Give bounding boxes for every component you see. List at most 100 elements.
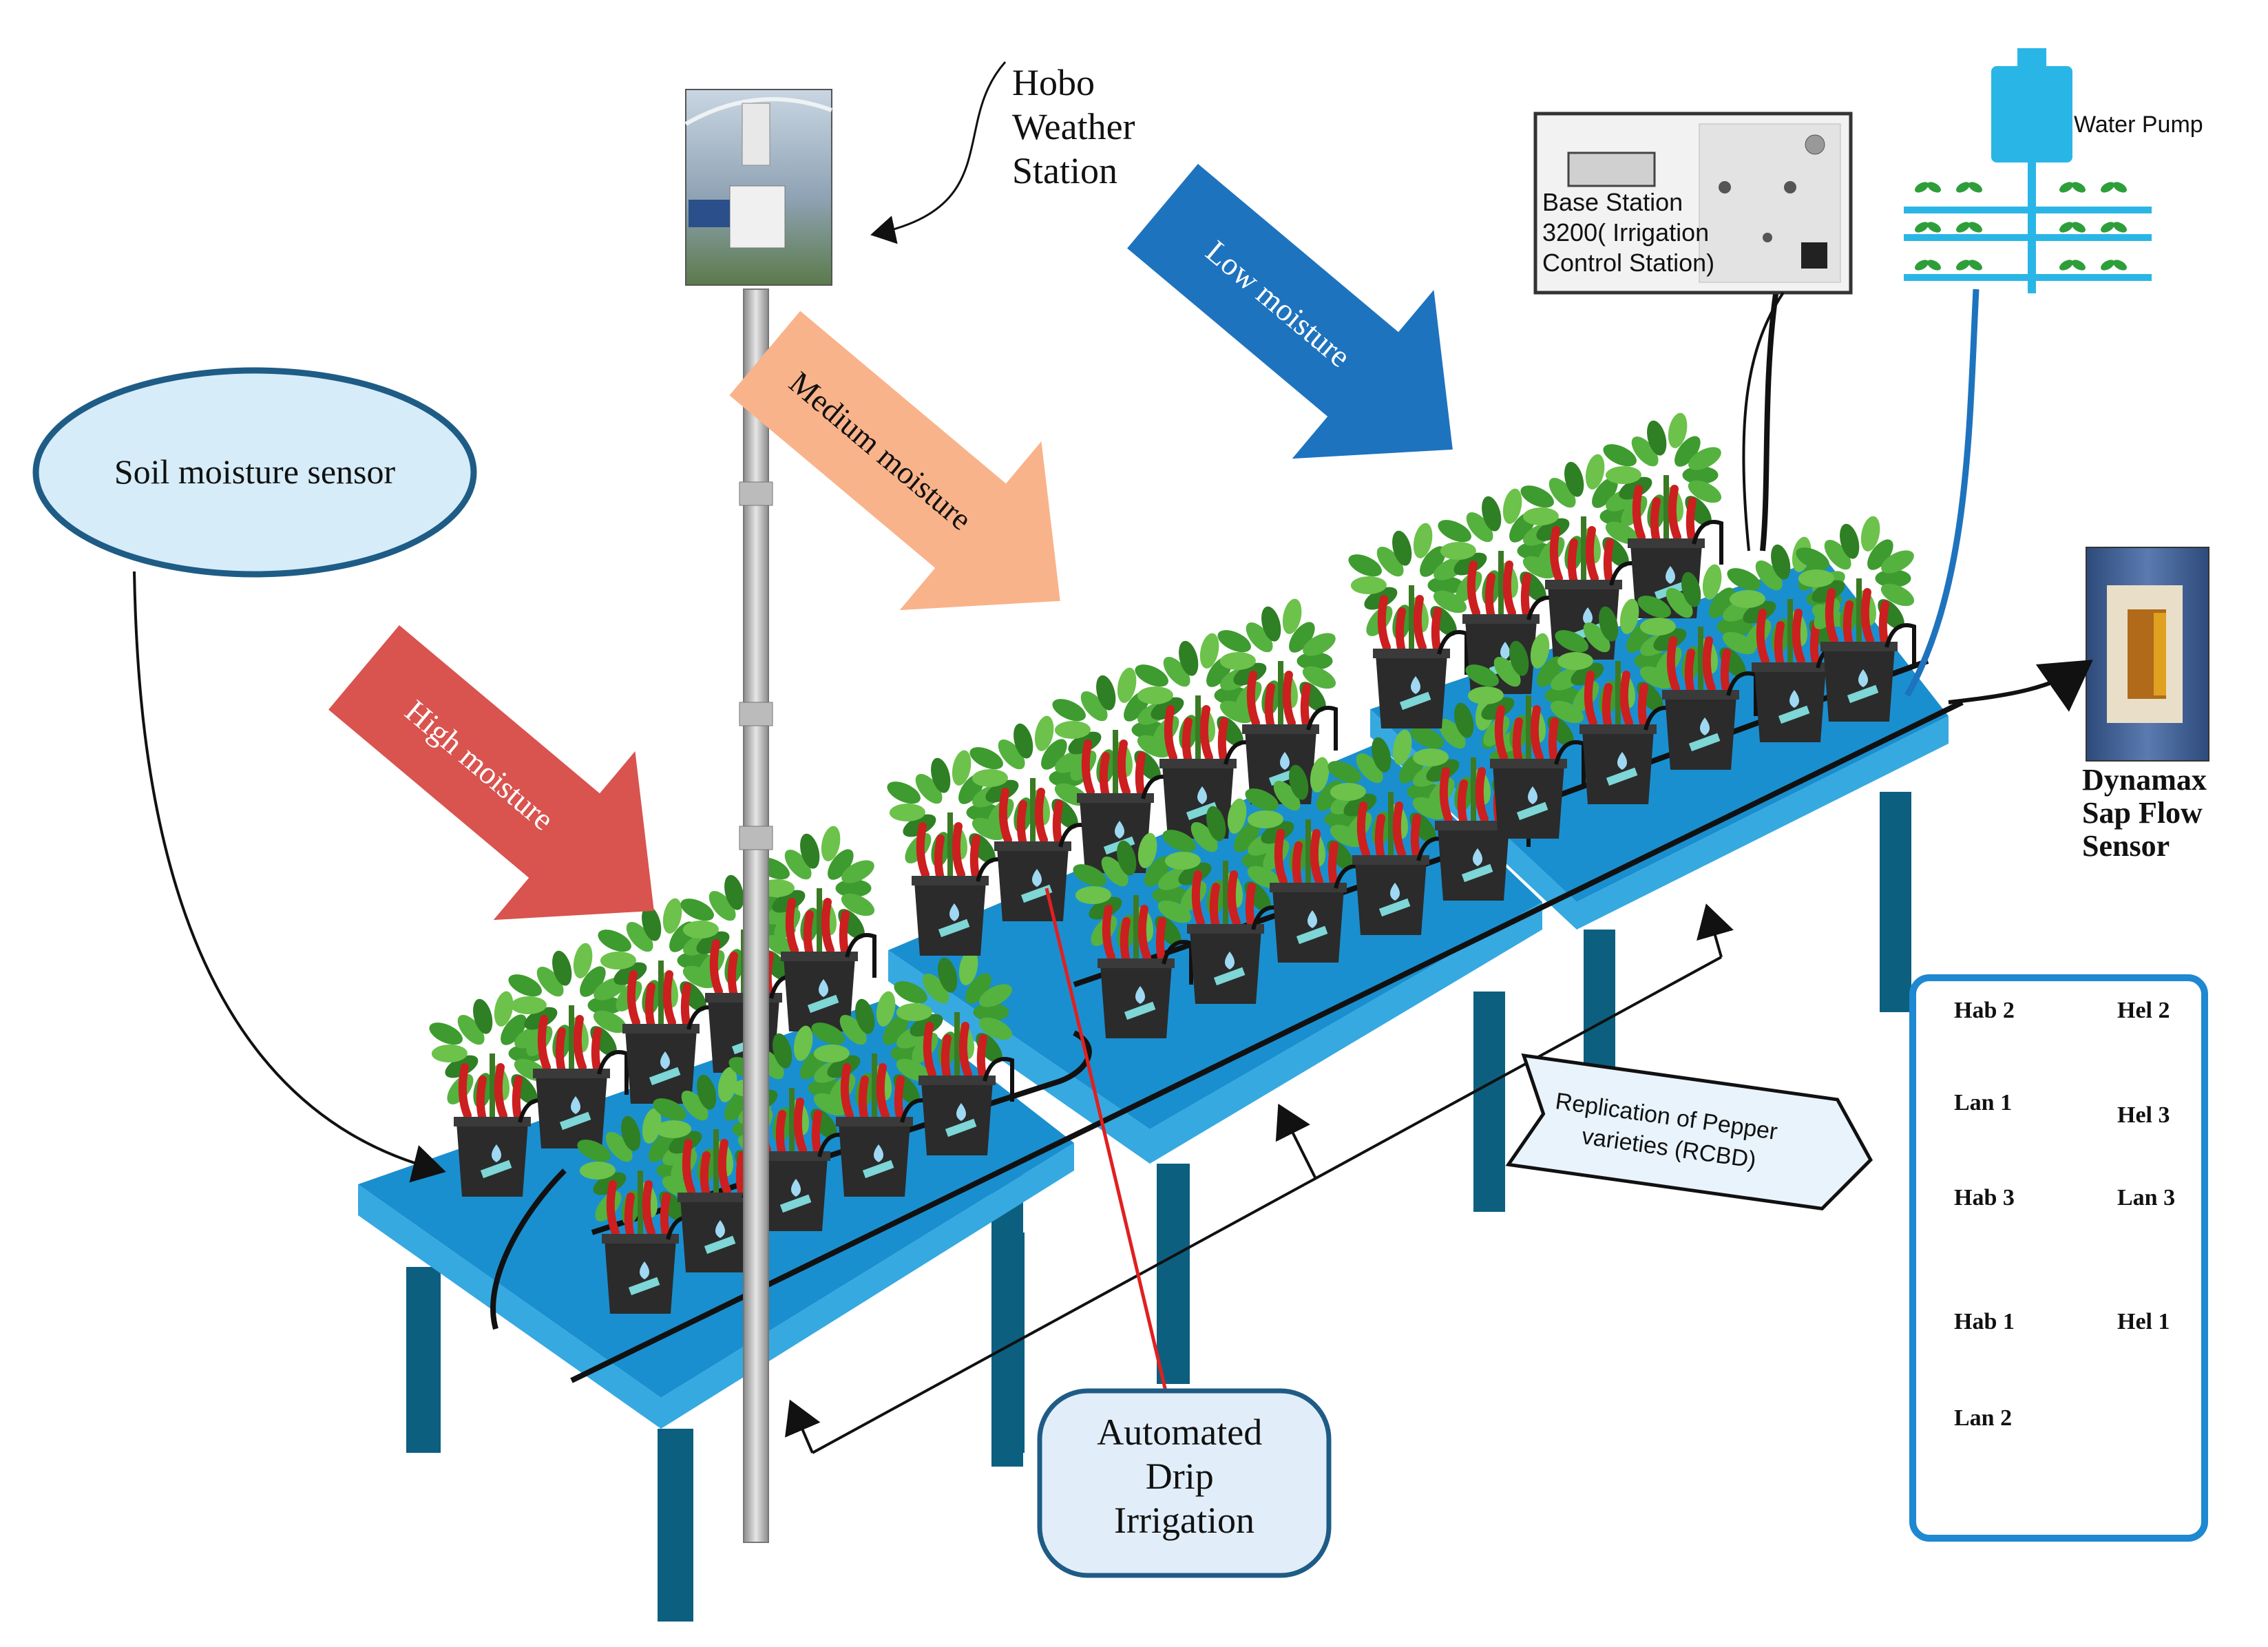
- variety-label: Hel 1: [2117, 1309, 2170, 1334]
- sprout-icon: [1956, 182, 1982, 193]
- varieties-legend-box: [1909, 974, 2208, 1542]
- pepper-plants: [429, 412, 1916, 1314]
- hobo-weather-station: [684, 89, 833, 1543]
- sprout-icon: [2059, 182, 2086, 193]
- sprout-icon: [2059, 260, 2086, 271]
- base-station-cable: [1742, 291, 1785, 552]
- weather-station-label-line: Weather: [1012, 106, 1135, 147]
- water-pump-icon: [1904, 48, 2152, 293]
- pepper-plant: [1727, 536, 1847, 742]
- weather-station-photo: [684, 89, 833, 286]
- table-2-front-edge: [1150, 902, 1542, 1164]
- water-supply-pipe: [1904, 289, 1980, 697]
- base-station-label-line: Base Station: [1542, 188, 1683, 216]
- automated-drip-label-line: Automated: [1097, 1412, 1262, 1453]
- table-leg: [1473, 992, 1505, 1212]
- automated-drip-callout: Automated Drip Irrigation: [1037, 1388, 1332, 1578]
- droplet-icon: [1135, 986, 1145, 1004]
- sap-flow-label-line: Sensor: [2082, 829, 2170, 863]
- table-leg: [1880, 792, 1911, 1012]
- variety-label: Hab 2: [1954, 998, 2015, 1023]
- base-station-device: Base Station 3200( Irrigation Control St…: [1533, 112, 1853, 295]
- pepper-plant: [1348, 523, 1469, 728]
- table-leg: [1157, 1164, 1190, 1384]
- soil-moisture-sensor-bubble: [32, 367, 477, 578]
- base-station-label: Base Station 3200( Irrigation Control St…: [1542, 188, 1716, 277]
- variety-label: Hel 2: [2117, 998, 2170, 1023]
- pepper-plant: [598, 898, 718, 1104]
- droplet-icon: [1225, 952, 1235, 969]
- pepper-plant: [429, 991, 549, 1197]
- weather-station-pole-joint: [739, 826, 773, 850]
- droplet-icon: [492, 1144, 501, 1162]
- base-station-label-line: 3200( Irrigation: [1542, 218, 1709, 246]
- automated-drip-label-line: Irrigation: [1114, 1500, 1254, 1541]
- weather-station-pole-joint: [739, 481, 773, 506]
- sprout-icon: [2101, 182, 2127, 193]
- soil-moisture-sensor-arrow: [133, 571, 446, 1183]
- droplet-icon: [640, 1261, 649, 1279]
- sap-flow-label-line: Sap Flow: [2082, 796, 2203, 830]
- pepper-plant: [894, 950, 1014, 1155]
- variety-label: Lan 1: [1954, 1090, 2012, 1115]
- automated-drip-label: Automated Drip Irrigation: [1097, 1412, 1271, 1541]
- pepper-plant: [1796, 516, 1916, 722]
- droplet-icon: [715, 1220, 725, 1238]
- variety-label: Hel 3: [2117, 1102, 2170, 1128]
- pepper-plant: [1465, 633, 1586, 839]
- sprout-icon: [1956, 260, 1982, 271]
- droplet-icon: [1411, 676, 1420, 694]
- weather-station-arrow: [870, 61, 1007, 244]
- table-1-side-edge: [358, 1184, 661, 1429]
- table-leg: [991, 1232, 1025, 1453]
- pepper-plant: [1073, 832, 1193, 1038]
- droplet-icon: [1666, 566, 1675, 584]
- droplet-icon: [1528, 786, 1537, 804]
- base-station-label-line: Control Station): [1542, 249, 1714, 277]
- low-moisture-arrow: Low moisture: [1127, 164, 1453, 459]
- pepper-plant: [1162, 798, 1283, 1004]
- table-3-front-edge: [1577, 716, 1949, 930]
- soil-moisture-sensor-label: Soil moisture sensor: [114, 452, 396, 491]
- sap-flow-label-line: Dynamax: [2082, 763, 2207, 797]
- droplet-icon: [660, 1051, 670, 1069]
- droplet-icon: [571, 1096, 580, 1114]
- table-2-side-edge: [888, 950, 1150, 1164]
- droplet-icon: [949, 903, 959, 921]
- droplet-icon: [874, 1144, 883, 1162]
- varieties-legend: Hab 2 Hel 2 Lan 1 Hel 3 Hab 3 Lan 3 Hab 1 Hel 1…: [1954, 998, 2175, 1431]
- sap-flow-label: Dynamax Sap Flow Sensor: [2082, 763, 2214, 863]
- water-pump-label: Water Pump: [2074, 112, 2203, 138]
- weather-station-label: Hobo Weather Station: [1012, 62, 1144, 191]
- sprout-icons: [1915, 182, 2127, 271]
- table-leg: [658, 1429, 693, 1622]
- sprout-icon: [1915, 260, 1941, 271]
- droplet-icon: [1115, 821, 1124, 839]
- replication-callout: Replication of Pepper varieties (RCBD): [1505, 1053, 1873, 1211]
- drip-irrigation-pointer: [1044, 888, 1173, 1412]
- variety-label: Hab 3: [1954, 1185, 2015, 1210]
- pepper-plant: [508, 943, 629, 1148]
- weather-station-label-line: Station: [1012, 150, 1117, 191]
- variety-label: Hab 1: [1954, 1309, 2015, 1334]
- pepper-plant: [577, 1108, 697, 1314]
- variety-label: Lan 2: [1954, 1405, 2012, 1431]
- droplet-icon: [1390, 883, 1400, 901]
- pepper-plant: [1555, 598, 1675, 804]
- droplet-icon: [1473, 848, 1482, 866]
- automated-drip-label-line: Drip: [1146, 1456, 1214, 1497]
- droplet-icon: [1617, 752, 1627, 770]
- droplet-icon: [1197, 786, 1207, 804]
- droplet-icon: [1700, 717, 1710, 735]
- table-leg: [406, 1267, 441, 1453]
- droplet-icon: [1789, 690, 1799, 708]
- sprout-icon: [2101, 222, 2127, 233]
- pepper-plant: [887, 750, 1007, 956]
- weather-station-pole-joint: [739, 702, 773, 726]
- sprout-icon: [2059, 222, 2086, 233]
- variety-label: Lan 3: [2117, 1185, 2175, 1210]
- weather-station-pole: [743, 289, 769, 1543]
- sap-flow-sensor-photo: [2086, 547, 2209, 762]
